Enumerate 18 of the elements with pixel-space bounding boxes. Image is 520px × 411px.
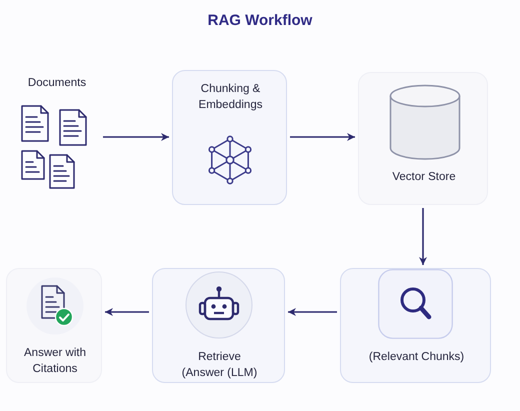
arrow — [288, 308, 337, 316]
process-box — [6, 268, 102, 383]
node-label: Documents — [27, 76, 87, 91]
node-sublabel: (Answer (LLM) — [181, 366, 258, 381]
arrow — [105, 308, 149, 316]
node-label: Answer with Citations — [24, 346, 86, 377]
arrow — [419, 208, 427, 265]
diagram-title: RAG Workflow — [208, 12, 312, 30]
arrow — [290, 133, 355, 141]
node-label: Vector Store — [392, 170, 456, 185]
process-box — [340, 268, 491, 383]
arrow — [103, 133, 169, 141]
process-box — [172, 70, 287, 205]
process-box — [358, 72, 488, 205]
node-label: (Relevant Chunks) — [368, 350, 465, 365]
node-label: Chunking & Embeddings — [198, 82, 263, 113]
process-box — [152, 268, 285, 383]
node-label: Retrieve — [198, 350, 242, 365]
